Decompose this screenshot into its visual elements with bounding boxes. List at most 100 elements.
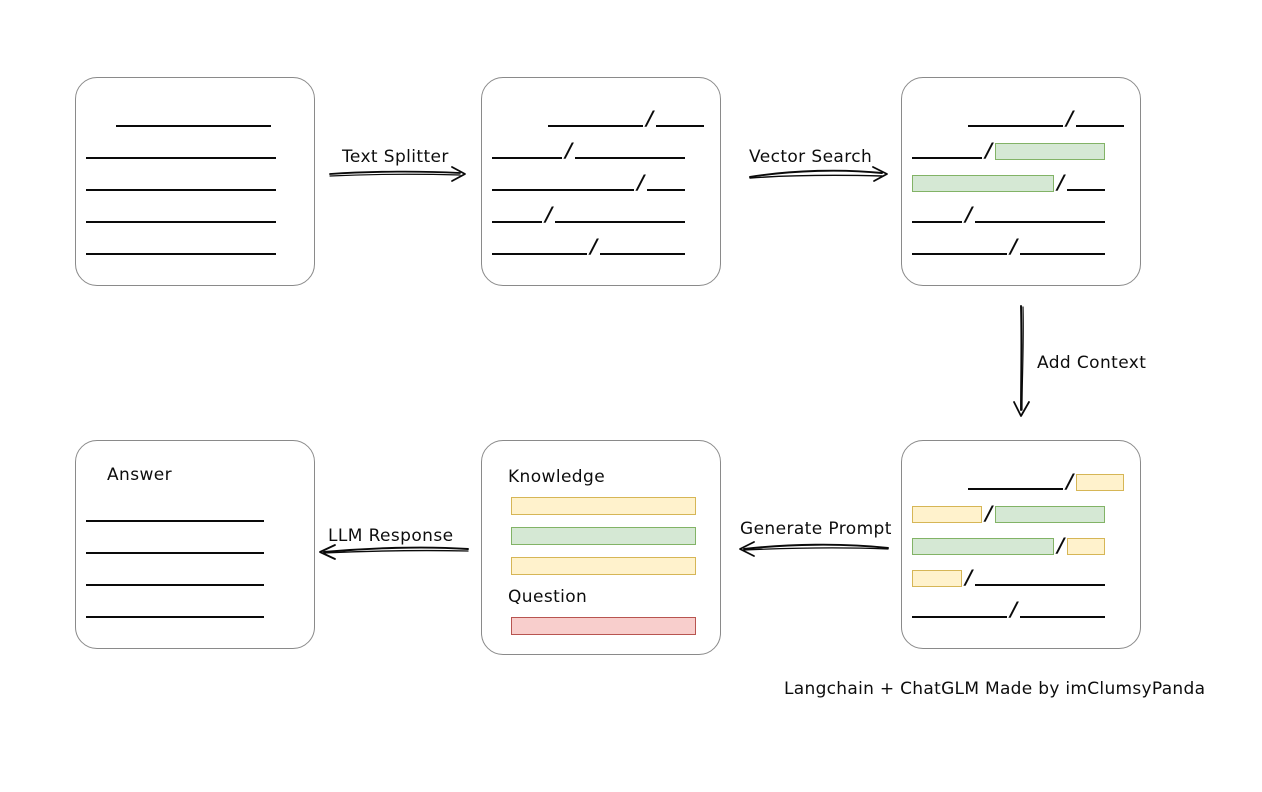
text-line-segment	[86, 189, 276, 191]
text-line-segment	[86, 616, 264, 618]
text-line-segment	[647, 189, 686, 191]
segment-separator: /	[637, 170, 645, 194]
document-row	[86, 172, 276, 194]
text-line-segment	[492, 221, 542, 223]
text-line-segment	[86, 520, 264, 522]
text-line-segment	[975, 584, 1106, 586]
source-document-box[interactable]	[75, 77, 315, 286]
document-row: /	[968, 469, 1125, 493]
document-row: /	[912, 234, 1106, 258]
document-row: /	[968, 106, 1125, 130]
text-line-segment	[492, 189, 634, 191]
segment-separator: /	[1057, 533, 1065, 557]
highlighted-chunk-yellow	[1076, 473, 1125, 491]
highlighted-chunk-green	[912, 537, 1054, 555]
text-line-segment	[600, 253, 686, 255]
document-row: /	[492, 138, 686, 162]
document-row: /	[492, 234, 686, 258]
text-line-segment	[1076, 125, 1125, 127]
answer-title: Answer	[107, 465, 173, 485]
segment-separator: /	[545, 202, 553, 226]
text-line-segment	[492, 253, 587, 255]
generated-prompt-box[interactable]: Knowledge Question	[481, 440, 721, 655]
arrow-label-text-splitter: Text Splitter	[342, 147, 449, 167]
text-line-segment	[912, 616, 1007, 618]
arrow-add-context	[1013, 305, 1030, 417]
highlighted-chunk-green	[995, 505, 1106, 523]
document-row	[86, 204, 276, 226]
footer-credit: Langchain + ChatGLM Made by imClumsyPand…	[784, 679, 1206, 699]
arrow-vector-search	[749, 166, 888, 182]
text-line-segment	[968, 488, 1063, 490]
segment-separator: /	[965, 202, 973, 226]
arrow-generate-prompt	[739, 541, 889, 557]
arrow-label-generate-prompt: Generate Prompt	[740, 519, 892, 539]
highlighted-chunk-yellow	[912, 569, 962, 587]
segment-separator: /	[1010, 597, 1018, 621]
segment-separator: /	[1066, 469, 1074, 493]
document-row	[86, 535, 264, 557]
highlighted-chunk-yellow	[1067, 537, 1106, 555]
document-row: /	[912, 533, 1106, 557]
knowledge-bar-yellow	[511, 557, 696, 575]
knowledge-bar-green	[511, 527, 696, 545]
matched-chunks-box[interactable]: / / / / /	[901, 77, 1141, 286]
document-row: /	[912, 597, 1106, 621]
text-line-segment	[912, 157, 982, 159]
text-line-segment	[1020, 253, 1106, 255]
text-line-segment	[86, 584, 264, 586]
segment-separator: /	[965, 565, 973, 589]
text-line-segment	[555, 221, 686, 223]
arrow-llm-response	[319, 544, 469, 560]
document-row	[86, 140, 276, 162]
text-line-segment	[548, 125, 643, 127]
segment-separator: /	[1057, 170, 1065, 194]
split-chunks-box[interactable]: / / / / /	[481, 77, 721, 286]
segment-separator: /	[1066, 106, 1074, 130]
document-row	[116, 108, 271, 130]
document-row: /	[912, 503, 1106, 525]
document-row: /	[912, 170, 1106, 194]
text-line-segment	[975, 221, 1106, 223]
text-line-segment	[86, 552, 264, 554]
document-row: /	[492, 170, 686, 194]
segment-separator: /	[646, 106, 654, 130]
text-line-segment	[86, 221, 276, 223]
highlighted-chunk-green	[912, 174, 1054, 192]
text-line-segment	[116, 125, 271, 127]
segment-separator: /	[985, 138, 993, 162]
text-line-segment	[575, 157, 686, 159]
document-row: /	[492, 202, 686, 226]
text-line-segment	[86, 253, 276, 255]
text-line-segment	[1020, 616, 1106, 618]
text-line-segment	[912, 253, 1007, 255]
question-label: Question	[508, 587, 588, 607]
answer-box[interactable]: Answer	[75, 440, 315, 649]
highlighted-chunk-green	[995, 142, 1106, 160]
highlighted-chunk-yellow	[912, 505, 982, 523]
document-row	[86, 567, 264, 589]
document-row: /	[548, 106, 705, 130]
knowledge-bar-yellow	[511, 497, 696, 515]
segment-separator: /	[565, 138, 573, 162]
document-row: /	[912, 202, 1106, 226]
text-line-segment	[86, 157, 276, 159]
text-line-segment	[1067, 189, 1106, 191]
arrow-text-splitter	[329, 166, 466, 182]
text-line-segment	[492, 157, 562, 159]
segment-separator: /	[1010, 234, 1018, 258]
document-row	[86, 599, 264, 621]
document-row: /	[912, 138, 1106, 162]
segment-separator: /	[590, 234, 598, 258]
knowledge-label: Knowledge	[508, 467, 606, 487]
arrow-label-vector-search: Vector Search	[749, 147, 873, 167]
arrow-label-add-context: Add Context	[1037, 353, 1147, 373]
context-chunks-box[interactable]: / / / / /	[901, 440, 1141, 649]
text-line-segment	[912, 221, 962, 223]
document-row	[86, 503, 264, 525]
text-line-segment	[968, 125, 1063, 127]
document-row	[86, 236, 276, 258]
text-line-segment	[656, 125, 705, 127]
document-row: /	[912, 565, 1106, 589]
